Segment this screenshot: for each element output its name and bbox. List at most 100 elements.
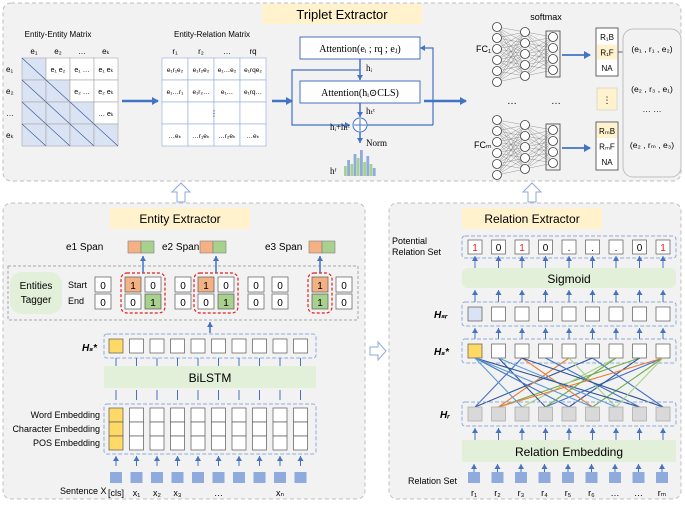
relation-token-cell — [562, 472, 574, 483]
token-cell — [233, 472, 245, 483]
triplet-title-box — [262, 4, 422, 24]
triple-item: (e₂ , rₘ , e₃) — [630, 140, 674, 150]
embedding-cell — [231, 407, 247, 423]
end-tag-cell — [174, 293, 192, 310]
er-dots: ⋮ — [210, 109, 218, 118]
token-label: … — [214, 488, 223, 498]
fc-edge — [524, 129, 554, 170]
ee-cell-text: e₂ … — [74, 89, 90, 96]
relation-token-label: … — [611, 488, 620, 498]
fc-edge — [496, 42, 526, 83]
embedding-cell — [108, 435, 124, 451]
fc-neuron — [548, 158, 558, 168]
h-f-bar — [363, 162, 366, 176]
hs-cell — [252, 338, 267, 354]
label-highlight — [597, 44, 617, 60]
start-tag-value: 0 — [253, 281, 259, 292]
fcm-label: FCₘ — [474, 140, 492, 150]
fc-neuron — [520, 142, 530, 152]
end-tag-value: 0 — [277, 298, 283, 309]
fc-edge — [524, 151, 554, 170]
fc-edge — [496, 124, 526, 143]
start-tag-value: 0 — [100, 281, 106, 292]
start-tag-cell — [271, 276, 289, 293]
potential-value: 1 — [472, 243, 478, 254]
hs-cell — [272, 338, 288, 354]
er-cell-text: e₁r₂… — [193, 89, 210, 96]
fc-neuron — [520, 38, 530, 48]
hs-cell — [149, 338, 165, 354]
fc-neuron — [548, 32, 558, 42]
attention-line — [474, 357, 640, 408]
potential-label-2: Relation Set — [392, 247, 442, 257]
entity-title: Entity Extractor — [139, 212, 220, 226]
h-i-skip-line — [291, 69, 360, 128]
token-cell — [151, 472, 163, 483]
potential-label-1: Potential — [392, 236, 427, 246]
start-tag-value: 0 — [223, 281, 229, 292]
relation-hs-cell — [561, 343, 577, 359]
hr-cell — [585, 406, 600, 422]
potential-cell — [655, 239, 671, 255]
embedding-cell — [129, 407, 144, 423]
potential-cell — [585, 239, 600, 255]
relation-hs-cell — [655, 343, 671, 359]
span-label: e3 Span — [265, 242, 302, 253]
char-embedding-label: Character Embedding — [12, 424, 100, 434]
embedding-cell — [149, 407, 165, 423]
label-highlight — [597, 123, 617, 138]
embedding-cell — [129, 421, 144, 437]
potential-cell — [561, 239, 577, 255]
start-tag-cell — [197, 276, 215, 293]
fc-neuron — [492, 170, 502, 180]
token-cell — [212, 472, 225, 483]
hsr-cell — [632, 306, 647, 322]
relation-token-cell — [468, 472, 480, 483]
softmax-label: softmax — [530, 12, 562, 22]
bilstm-label: BiLSTM — [189, 371, 232, 385]
label-text: R₁F — [600, 49, 613, 58]
hs-cell — [231, 338, 247, 354]
potential-cell — [538, 239, 553, 255]
sigmoid-box — [462, 268, 676, 288]
embedding-cell — [211, 407, 226, 423]
fc-neuron — [492, 66, 502, 76]
ee-cell-diagonal — [21, 57, 47, 81]
embedding-cell — [108, 421, 124, 437]
start-tag-cell — [144, 276, 162, 293]
fc-edge — [496, 146, 526, 176]
hr-cell — [467, 406, 483, 422]
start-tag-value: 0 — [341, 281, 347, 292]
embedding-cell — [190, 435, 206, 451]
softmax-box — [545, 30, 561, 78]
hsr-cell — [585, 306, 600, 322]
fc-networks — [492, 22, 591, 180]
start-tag-value: 1 — [203, 281, 209, 292]
token-cell — [192, 472, 204, 483]
fc-neuron — [520, 60, 530, 70]
embedding-cell — [252, 435, 267, 451]
h-f-bar — [347, 160, 350, 176]
label-text: RₘF — [599, 143, 615, 152]
tagger-box — [7, 265, 359, 321]
start-tag-cell — [94, 276, 112, 293]
end-tag-value: 1 — [317, 298, 323, 309]
hr-cell — [655, 406, 671, 422]
end-tag-cell — [124, 293, 142, 310]
ee-row-header: e₂ — [6, 87, 14, 96]
triplet-panel: Triplet Extractor Entity-Entity Matrix e… — [2, 2, 682, 182]
start-tag-cell — [247, 276, 265, 293]
entity-to-relation-arrow — [369, 340, 387, 362]
triple-item: (e₁ , r₁ , e₂) — [631, 44, 672, 54]
embedding-cell — [293, 435, 308, 451]
start-tag-value: 0 — [277, 281, 283, 292]
er-col-header: r₁ — [172, 47, 178, 56]
er-cell-text: e₁r₂e₂ — [193, 67, 210, 74]
start-tag-value: 0 — [150, 281, 156, 292]
hr-cell — [632, 406, 647, 422]
fc-neuron — [492, 126, 502, 136]
fc-neuron — [520, 27, 530, 37]
relation-token-cell — [609, 472, 621, 483]
h-f-bar — [366, 156, 370, 176]
